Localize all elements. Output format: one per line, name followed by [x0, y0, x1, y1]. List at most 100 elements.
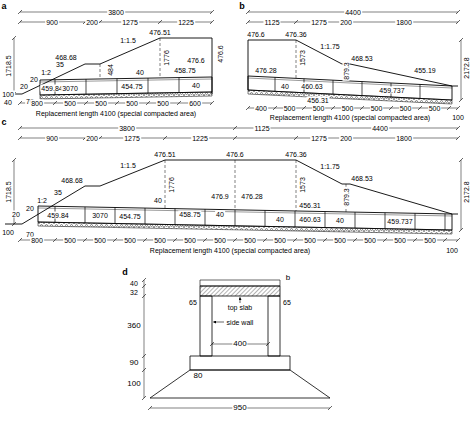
dimension-tick — [418, 106, 422, 110]
dimension-label: 3070 — [91, 212, 109, 219]
dimension-label: 1275 — [310, 135, 328, 142]
dimension-label: 800 — [30, 237, 44, 244]
dimension-label: 1:2 — [40, 69, 52, 76]
dimension-label: 35 — [53, 189, 63, 196]
dimension-label: Replacement length 4100 (special compact… — [269, 114, 431, 121]
dimension-tick — [353, 238, 357, 242]
dimension-label: 500 — [312, 105, 326, 112]
dimension-tick — [163, 136, 167, 140]
dimension-label: 3070 — [61, 85, 79, 92]
leader-arrow — [214, 322, 225, 323]
culvert-joint — [117, 79, 118, 94]
dimension-tick — [360, 106, 364, 110]
dimension-label: 360 — [126, 322, 141, 330]
dimension-label: 40 — [335, 217, 345, 224]
dimension-tick — [246, 10, 250, 14]
pavement-layer — [200, 280, 280, 286]
dimension-label: 400 — [254, 105, 268, 112]
dimension-line — [461, 160, 462, 230]
dimension-label: 3800 — [107, 9, 125, 16]
dimension-line — [461, 40, 462, 100]
embankment-outline — [5, 38, 212, 94]
culvert-joint — [179, 78, 180, 93]
dimension-label: 500 — [303, 237, 317, 244]
panel-letter: c — [0, 118, 7, 127]
dimension-label: 40 — [280, 83, 290, 90]
dimension-label: 40 — [135, 69, 145, 76]
dimension-tick — [459, 158, 463, 162]
dimension-line — [14, 38, 15, 94]
dimension-label: 468.68 — [60, 177, 83, 184]
dimension-tick — [302, 106, 306, 110]
dimension-label: 40 — [191, 82, 201, 89]
dimension-tick — [266, 342, 270, 346]
dimension-label: 879.3 — [343, 61, 350, 81]
dimension-label: 476.51 — [153, 151, 176, 158]
dimension-label: b — [285, 274, 291, 282]
dimension-label: 1:2 — [36, 197, 48, 204]
dimension-tick — [210, 20, 214, 24]
dimension-label: 20 — [25, 205, 35, 212]
dimension-label: 1718.5 — [5, 180, 12, 203]
dimension-label: 1275 — [123, 135, 141, 142]
dimension-label: 500 — [243, 237, 257, 244]
dimension-label: 40 — [275, 216, 285, 223]
dimension-tick — [142, 294, 146, 298]
dimension-label: 1:1.75 — [319, 163, 340, 170]
dimension-tick — [83, 238, 87, 242]
dimension-tick — [177, 101, 181, 105]
dimension-tick — [18, 20, 22, 24]
dimension-line — [144, 280, 145, 398]
dimension-tick — [142, 368, 146, 372]
dimension-label: 456.31 — [298, 202, 321, 209]
dimension-label: 476.9 — [210, 193, 230, 200]
dimension-tick — [18, 10, 22, 14]
dimension-label: 454.75 — [120, 83, 143, 90]
side-wall — [200, 296, 212, 356]
foundation-base — [150, 370, 330, 398]
dimension-label: 900 — [45, 19, 59, 26]
dimension-label: 100 — [1, 91, 15, 98]
dimension-label: 800 — [30, 100, 44, 107]
dimension-label: 468.53 — [350, 175, 373, 182]
dimension-label: 500 — [273, 237, 287, 244]
culvert-joint — [333, 80, 334, 94]
dimension-tick — [18, 101, 22, 105]
dimension-label: 484 — [107, 63, 114, 77]
dimension-label: 80 — [193, 372, 204, 380]
dimension-tick — [115, 101, 119, 105]
dimension-label: 476.6 — [225, 151, 245, 158]
dimension-tick — [294, 136, 298, 140]
dimension-label: 500 — [333, 237, 347, 244]
gravel-bed — [248, 90, 452, 104]
dimension-label: Replacement length 4100 (special compact… — [35, 110, 197, 117]
dimension-tick — [447, 106, 451, 110]
dimension-tick — [12, 36, 16, 40]
dimension-label: 500 — [63, 237, 77, 244]
culvert-outline — [248, 76, 452, 100]
dimension-tick — [459, 38, 463, 42]
dimension-tick — [142, 278, 146, 282]
dimension-tick — [210, 10, 214, 14]
dimension-tick — [233, 126, 237, 130]
dimension-label: 1800 — [395, 135, 413, 142]
dimension-label: 468.53 — [350, 55, 373, 62]
dimension-tick — [18, 136, 22, 140]
dimension-label: 459.84 — [40, 85, 63, 92]
dimension-label: 500 — [63, 100, 77, 107]
dimension-label: 500 — [93, 237, 107, 244]
dimension-tick — [113, 238, 117, 242]
dimension-tick — [413, 238, 417, 242]
dimension-label: 400 — [232, 340, 247, 348]
culvert-joint — [265, 210, 266, 226]
culvert-outline — [40, 77, 212, 95]
dimension-label: 100 — [126, 380, 141, 388]
panel-letter: a — [0, 2, 7, 11]
height-line — [100, 64, 101, 79]
dimension-tick — [456, 20, 460, 24]
dimension-tick — [273, 106, 277, 110]
dimension-label: 1800 — [395, 19, 413, 26]
dimension-label: 40 — [3, 99, 13, 106]
dimension-tick — [12, 158, 16, 162]
dimension-label: 1:1.5 — [119, 37, 137, 44]
